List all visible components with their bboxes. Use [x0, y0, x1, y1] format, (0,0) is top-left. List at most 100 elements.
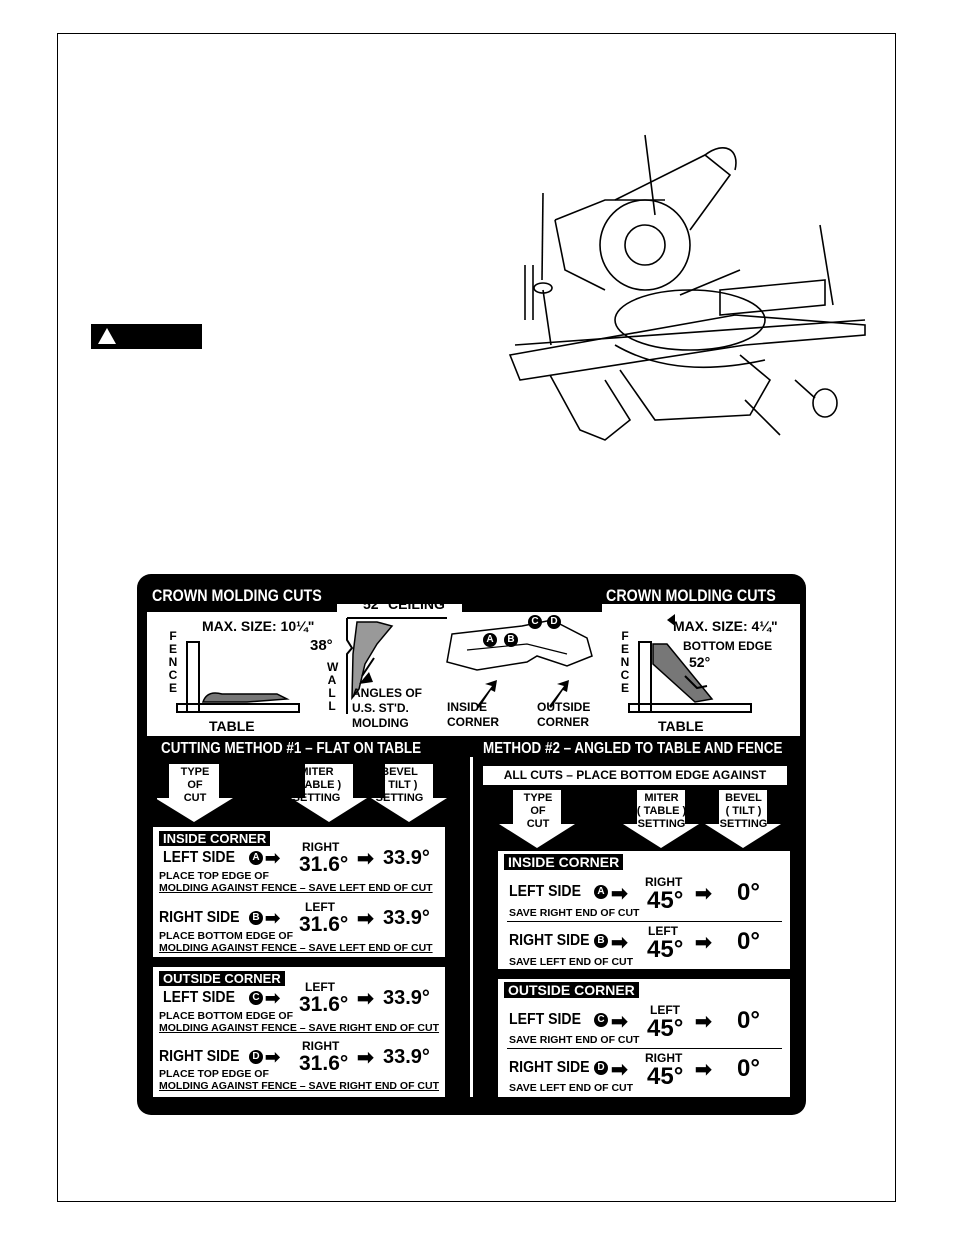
m1-out-r2-bevel: 33.9°	[383, 1046, 430, 1068]
m2-in-r2-circle: B	[594, 934, 608, 948]
m1-out-r1-arrow: ➡	[265, 988, 281, 1008]
angle-38-label: 38°	[310, 637, 333, 654]
page-frame	[57, 33, 896, 1202]
m1-out-r2-dir: RIGHT	[302, 1039, 340, 1053]
method1-col-bevel: BEVEL( TILT )SETTING	[375, 766, 424, 804]
method1-inside-title: INSIDE CORNER	[159, 831, 271, 846]
method2-inside-title: INSIDE CORNER	[504, 854, 624, 870]
table-label-right: TABLE	[658, 718, 704, 734]
m2-in-r2-dir: LEFT	[648, 924, 678, 938]
method2-subtitle: ALL CUTS – PLACE BOTTOM EDGE AGAINST FEN…	[483, 766, 787, 801]
m2-in-r2-note: SAVE LEFT END OF CUT	[509, 956, 634, 968]
ceiling-label: 52° CEILING	[363, 596, 445, 612]
m1-in-r1-dir: RIGHT	[302, 840, 340, 854]
m2-out-r1-side: LEFT SIDE	[509, 1011, 581, 1028]
m2-in-r1-note: SAVE RIGHT END OF CUT	[509, 907, 640, 919]
m1-in-r2-arrow: ➡	[265, 908, 281, 928]
m1-out-r1-side: LEFT SIDE	[163, 989, 235, 1006]
m1-in-r1-circle: A	[249, 851, 263, 865]
circle-c: C	[528, 615, 542, 629]
m2-out-r2-circle: D	[594, 1061, 608, 1075]
m1-in-r2-circle: B	[249, 911, 263, 925]
method2-title: METHOD #2 – ANGLED TO TABLE AND FENCE	[483, 740, 783, 757]
circle-d: D	[547, 615, 561, 629]
m1-in-r1-bevel: 33.9°	[383, 847, 430, 869]
m2-in-r1-dir: RIGHT	[645, 875, 683, 889]
m2-in-r2-arrow2: ➡	[695, 932, 712, 954]
m2-out-r1-arrow: ➡	[611, 1011, 628, 1033]
circle-b: B	[504, 633, 518, 647]
m1-in-r2-bevel: 33.9°	[383, 907, 430, 929]
m2-out-r2-side: RIGHT SIDE	[509, 1059, 590, 1076]
m1-in-r1-miter: 31.6°	[299, 853, 349, 876]
m2-out-r2-bevel: 0°	[737, 1055, 760, 1082]
m2-out-r1-arrow2: ➡	[695, 1011, 712, 1033]
m2-out-r1-bevel: 0°	[737, 1007, 760, 1034]
m2-in-r2-arrow: ➡	[611, 932, 628, 954]
m2-out-r1-note: SAVE RIGHT END OF CUT	[509, 1034, 640, 1046]
right-header: CROWN MOLDING CUTS	[606, 586, 776, 605]
m2-in-r1-circle: A	[594, 885, 608, 899]
m2-out-r2-note: SAVE LEFT END OF CUT	[509, 1082, 634, 1094]
max-size-right: MAX. SIZE: 4¼"	[673, 618, 778, 634]
method1-column-arrows	[157, 764, 447, 822]
bottom-edge-label: BOTTOM EDGE	[683, 639, 773, 653]
left-header: CROWN MOLDING CUTS	[152, 586, 322, 605]
method2-col-miter: MITER( TABLE )SETTING	[636, 792, 687, 830]
m2-outside-divider	[507, 1048, 782, 1049]
method1-outside-box	[153, 967, 445, 1097]
m1-out-r1-bevel: 33.9°	[383, 987, 430, 1009]
m2-in-r2-bevel: 0°	[737, 928, 760, 955]
m1-out-r1-arrow2: ➡	[357, 988, 374, 1010]
m1-in-r1-arrow2: ➡	[357, 848, 374, 870]
methods-divider	[470, 757, 473, 1097]
method1-col-miter: MITER( TABLE )SETTING	[291, 766, 342, 804]
m1-in-r2-arrow2: ➡	[357, 908, 374, 930]
method1-inside-box	[153, 827, 445, 957]
m2-out-r1-miter: 45°	[647, 1015, 684, 1042]
method1-outside-title: OUTSIDE CORNER	[159, 971, 285, 986]
method1-title: CUTTING METHOD #1 – FLAT ON TABLE	[161, 740, 422, 757]
m2-in-r1-arrow: ➡	[611, 883, 628, 905]
m1-out-r2-circle: D	[249, 1050, 263, 1064]
table-label-left: TABLE	[209, 718, 255, 734]
m1-out-r2-side: RIGHT SIDE	[159, 1048, 240, 1065]
m2-inside-divider	[507, 921, 782, 922]
m2-out-r2-arrow: ➡	[611, 1059, 628, 1081]
method2-column-arrows	[499, 790, 781, 848]
m2-in-r1-bevel: 0°	[737, 879, 760, 906]
m1-out-r2-arrow: ➡	[265, 1047, 281, 1067]
method2-outside-box	[498, 979, 790, 1097]
m2-out-r1-dir: LEFT	[650, 1003, 680, 1017]
m1-in-r2-miter: 31.6°	[299, 913, 349, 936]
crown-molding-label: CROWN MOLDING CUTS CROWN MOLDING CUTS MA…	[137, 574, 806, 1115]
method2-outside-title: OUTSIDE CORNER	[504, 982, 639, 998]
method2-inside-box	[498, 851, 790, 969]
m1-in-r2-side: RIGHT SIDE	[159, 909, 240, 926]
m1-out-r2-arrow2: ➡	[357, 1047, 374, 1069]
m2-out-r2-dir: RIGHT	[645, 1051, 683, 1065]
m2-out-r1-circle: C	[594, 1013, 608, 1027]
m2-out-r2-arrow2: ➡	[695, 1059, 712, 1081]
m1-out-r1-dir: LEFT	[305, 980, 335, 994]
m1-in-r2-dir: LEFT	[305, 900, 335, 914]
miter-saw-illustration	[508, 134, 866, 441]
m1-out-r1-circle: C	[249, 991, 263, 1005]
m2-in-r1-side: LEFT SIDE	[509, 883, 581, 900]
top-diagram-area	[147, 604, 800, 736]
m2-in-r1-arrow2: ➡	[695, 883, 712, 905]
method2-col-bevel: BEVEL( TILT )SETTING	[719, 792, 768, 830]
angle-52-label: 52°	[689, 654, 711, 670]
